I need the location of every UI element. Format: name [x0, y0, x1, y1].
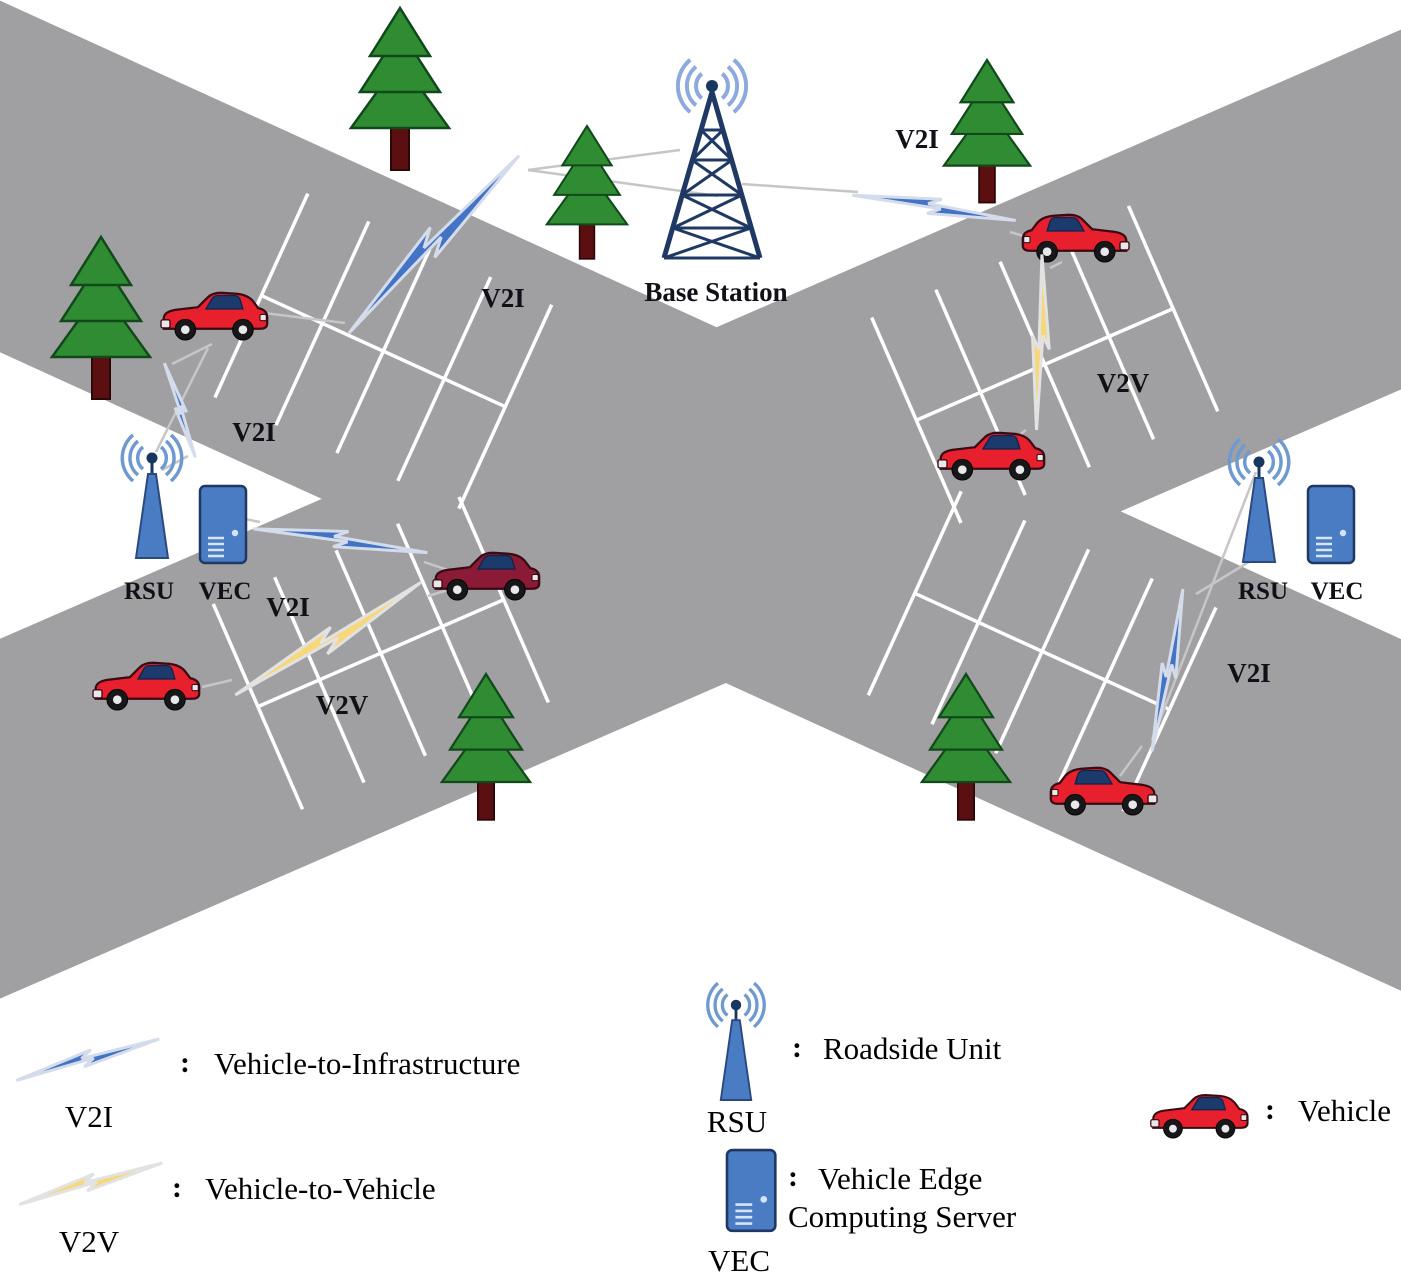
legend-colon: :	[1265, 1093, 1275, 1126]
signal-waves-icon	[675, 58, 749, 114]
legend-v2v-bolt-icon	[15, 1161, 167, 1206]
v2i-label-left-upper: V2I	[232, 417, 276, 447]
rsu-label-left: RSU	[124, 578, 174, 605]
v2i-label-top-right: V2I	[895, 124, 939, 154]
rsu-icon-left	[120, 433, 184, 560]
road-intersection	[0, 0, 1401, 1065]
legend-vehicle-desc: Vehicle	[1298, 1093, 1391, 1128]
legend-v2i-desc: Vehicle-to-Infrastructure	[214, 1046, 520, 1081]
legend-item-rsu: : Roadside Unit RSU	[706, 981, 1002, 1139]
base-station-icon	[661, 58, 763, 260]
legend-item-vehicle: : Vehicle	[1149, 1093, 1391, 1140]
tree-icon	[942, 58, 1032, 204]
legend-vec-desc-line2: Computing Server	[788, 1199, 1017, 1234]
legend-item-v2v: : Vehicle-to-Vehicle V2V	[15, 1161, 436, 1259]
lattice-tower-icon	[661, 91, 763, 260]
vec-label-left: VEC	[199, 578, 252, 605]
rsu-label-right: RSU	[1238, 578, 1288, 605]
legend-v2i-abbr: V2I	[65, 1099, 113, 1134]
vec-label-right: VEC	[1311, 578, 1364, 605]
vec-server-icon-right	[1306, 484, 1356, 565]
tree-icon	[349, 6, 451, 172]
v2v-label-left: V2V	[316, 690, 369, 720]
legend-item-vec: : Vehicle Edge Computing Server VEC	[708, 1148, 1017, 1278]
legend-v2v-abbr: V2V	[59, 1224, 120, 1259]
legend-rsu-desc: Roadside Unit	[823, 1031, 1002, 1066]
legend-colon: :	[788, 1160, 798, 1193]
legend-vehicle-icon	[1149, 1094, 1249, 1140]
v2i-label-left-mid: V2I	[266, 592, 310, 622]
legend-v2v-desc: Vehicle-to-Vehicle	[205, 1171, 436, 1206]
legend-vec-desc-line1: Vehicle Edge	[818, 1161, 982, 1196]
tree-icon	[545, 124, 629, 260]
legend-colon: :	[180, 1046, 190, 1079]
v2i-label-top-left: V2I	[481, 283, 525, 313]
legend-item-v2i: : Vehicle-to-Infrastructure V2I	[12, 1037, 520, 1134]
legend-colon: :	[792, 1031, 802, 1064]
legend-rsu-icon	[706, 981, 766, 1102]
rsu-icon-right	[1227, 437, 1291, 564]
legend-rsu-abbr: RSU	[707, 1104, 767, 1139]
road-band-ne-sw	[0, 0, 1401, 1065]
legend-colon: :	[172, 1171, 182, 1204]
legend: : Vehicle-to-Infrastructure V2I : Vehicl…	[12, 981, 1391, 1278]
v2i-label-right-lower: V2I	[1227, 658, 1271, 688]
legend-vec-abbr: VEC	[708, 1243, 770, 1278]
antenna-dot-icon	[706, 80, 718, 92]
base-station-label: Base Station	[644, 277, 787, 307]
vec-server-icon-left	[198, 484, 248, 565]
legend-vec-icon	[725, 1148, 777, 1233]
legend-v2i-bolt-icon	[12, 1037, 164, 1082]
v2v-label-right: V2V	[1097, 368, 1150, 398]
